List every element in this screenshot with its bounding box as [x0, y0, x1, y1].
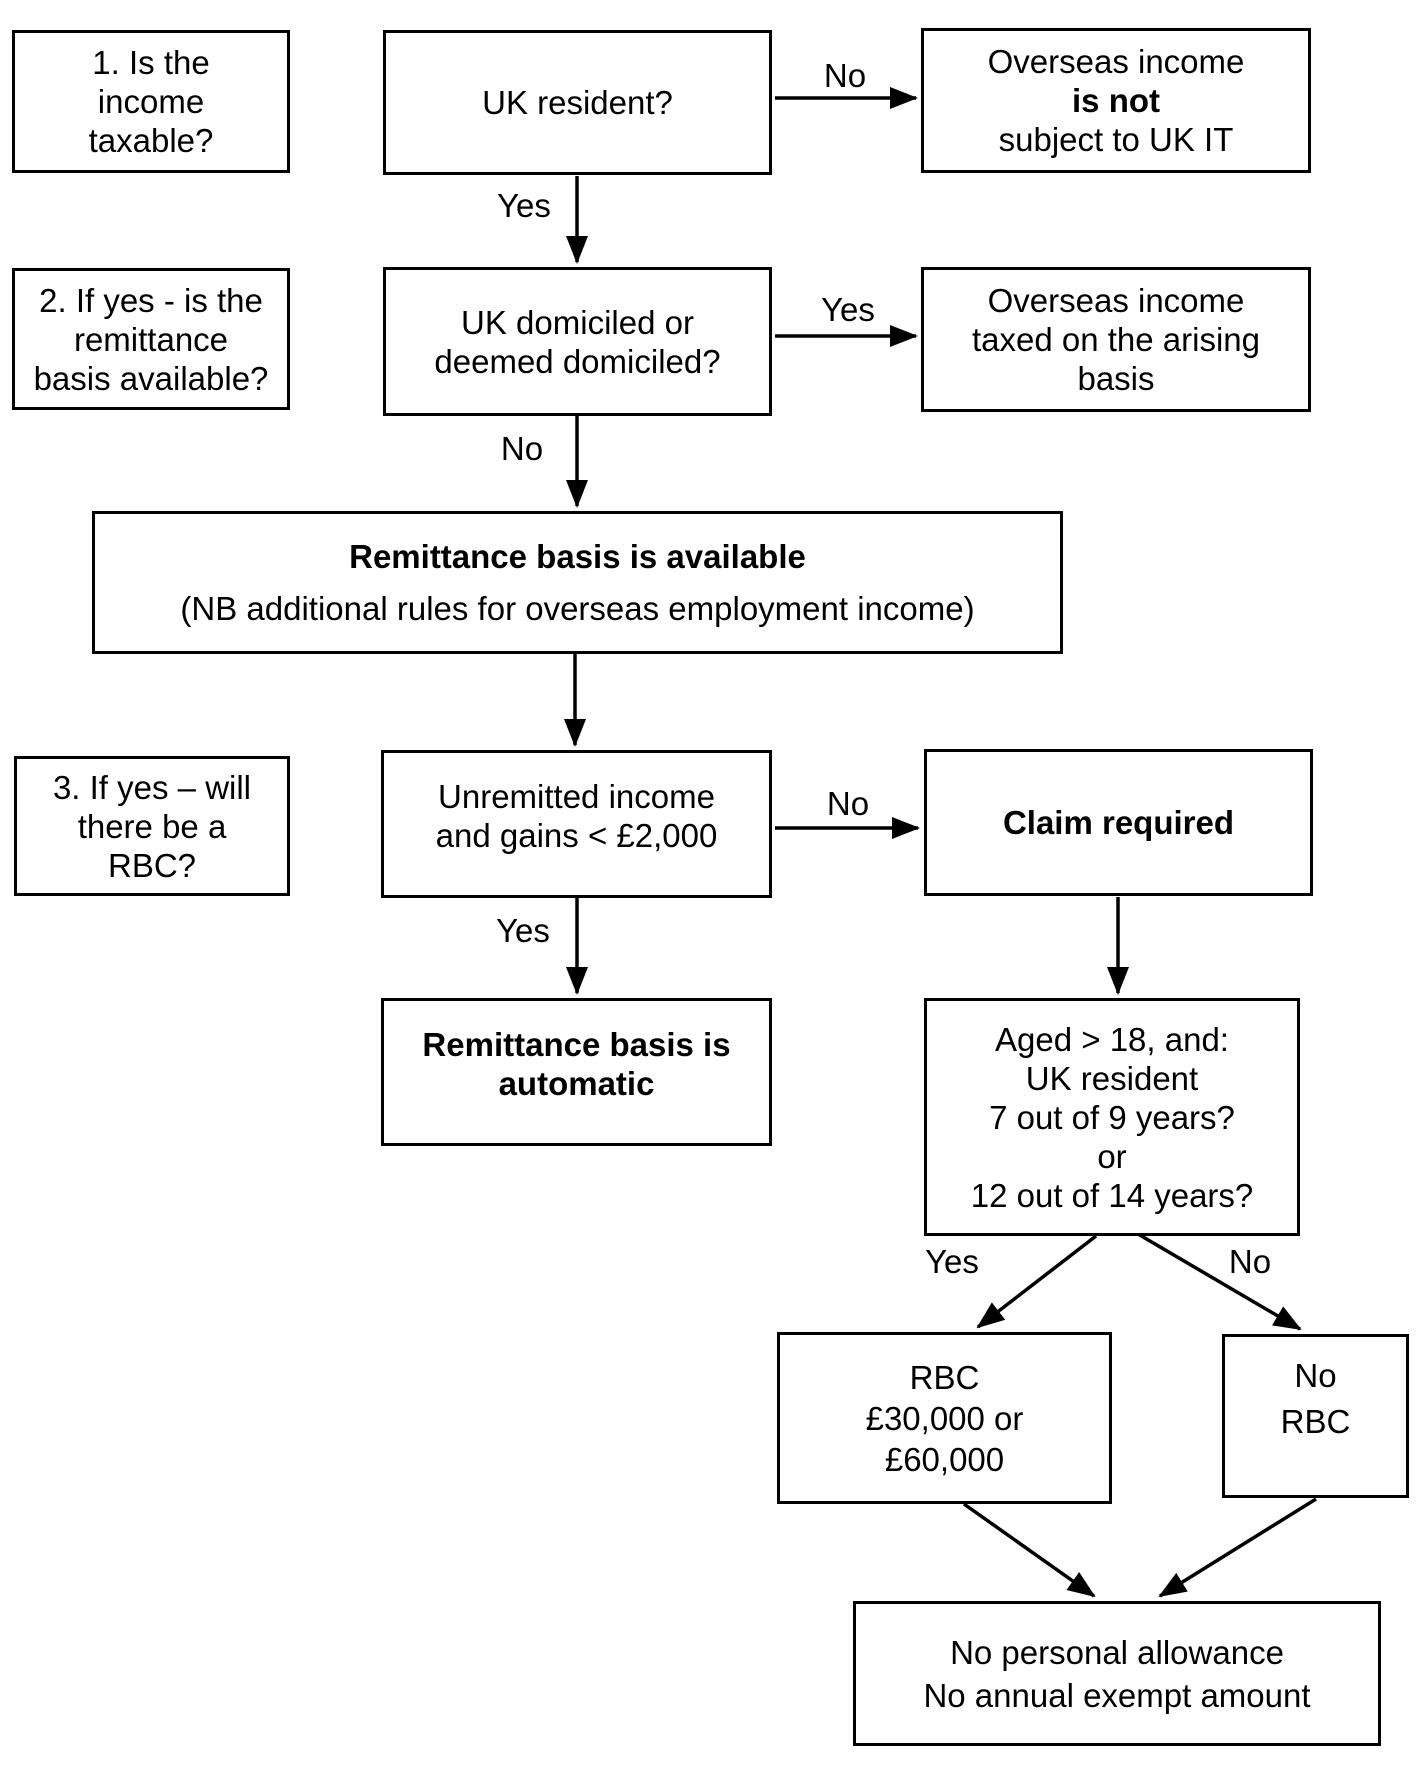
node-line: taxed on the arising [971, 321, 1261, 358]
node-uk-domiciled: UK domiciled or deemed domiciled? [383, 267, 772, 416]
node-remittance-basis-available: Remittance basis is available (NB additi… [92, 511, 1063, 654]
node-line: No personal allowance [950, 1633, 1284, 1671]
node-line: Remittance basis is available [349, 538, 806, 575]
node-line: 3. If yes – will [52, 768, 252, 806]
node-line: Overseas income [987, 282, 1245, 319]
node-line: income [97, 83, 205, 120]
node-line: basis [1077, 360, 1155, 397]
node-line: UK domiciled or [461, 303, 694, 341]
edge-label-no: No [1228, 1243, 1272, 1280]
node-uk-resident: UK resident? [383, 30, 772, 175]
node-line: or [1097, 1137, 1127, 1175]
node-line: £60,000 [884, 1440, 1005, 1478]
node-overseas-not-taxed: Overseas income is not subject to UK IT [921, 28, 1311, 173]
node-line: Claim required [1002, 804, 1235, 841]
node-line: (NB additional rules for overseas employ… [180, 590, 975, 627]
node-line: is not [1072, 82, 1160, 119]
node-line: 7 out of 9 years? [989, 1098, 1235, 1136]
edge-label-yes: Yes [821, 291, 875, 328]
node-rbc-charge: RBC £30,000 or £60,000 [777, 1332, 1112, 1504]
arrow-norbc-down [1158, 1497, 1317, 1598]
node-line: No [1294, 1357, 1337, 1394]
node-line: Aged > 18, and: [995, 1020, 1229, 1058]
node-no-rbc: No RBC [1222, 1334, 1409, 1498]
edge-label-no: No [823, 57, 867, 94]
edge-label-no: No [500, 430, 544, 467]
node-line: deemed domiciled? [434, 342, 721, 380]
node-line: 1. Is the [92, 44, 210, 81]
node-line: subject to UK IT [998, 121, 1234, 158]
node-step3-label: 3. If yes – will there be a RBC? [14, 756, 290, 896]
node-unremitted-under-2000: Unremitted income and gains < £2,000 [381, 750, 772, 898]
node-line: RBC? [107, 846, 197, 884]
node-line: Unremitted income [438, 778, 715, 815]
node-line: Overseas income [987, 43, 1245, 80]
node-line: taxable? [88, 122, 214, 159]
edge-label-no: No [826, 785, 870, 822]
node-line: UK resident? [482, 84, 673, 121]
node-step2-label: 2. If yes - is the remittance basis avai… [12, 268, 290, 410]
edge-label-yes: Yes [497, 187, 551, 224]
node-no-allowances: No personal allowance No annual exempt a… [853, 1601, 1381, 1746]
edge-label-yes: Yes [496, 912, 550, 949]
node-remittance-basis-automatic: Remittance basis is automatic [381, 998, 772, 1146]
node-line: remittance [73, 320, 229, 358]
node-line: Remittance basis is [422, 1026, 731, 1063]
arrow-rbc-down [962, 1502, 1096, 1598]
node-line: basis available? [33, 359, 269, 397]
node-arising-basis: Overseas income taxed on the arising bas… [921, 267, 1311, 412]
edge-label-yes: Yes [925, 1243, 979, 1280]
node-line: automatic [498, 1065, 655, 1102]
arrow-aged-yes [976, 1234, 1098, 1329]
node-line: 12 out of 14 years? [970, 1176, 1254, 1214]
arrow-aged-no [1137, 1232, 1302, 1331]
node-line: UK resident [1025, 1059, 1199, 1097]
node-line: RBC [1280, 1403, 1351, 1440]
node-step1-label: 1. Is the income taxable? [12, 30, 290, 173]
node-claim-required: Claim required [924, 749, 1313, 896]
node-line: No annual exempt amount [923, 1676, 1311, 1714]
node-line: and gains < £2,000 [435, 817, 718, 854]
node-aged-residence-test: Aged > 18, and: UK resident 7 out of 9 y… [924, 998, 1300, 1236]
node-line: £30,000 or [865, 1399, 1024, 1437]
node-line: RBC [909, 1358, 980, 1396]
node-line: 2. If yes - is the [39, 281, 263, 319]
node-line: there be a [77, 807, 227, 845]
